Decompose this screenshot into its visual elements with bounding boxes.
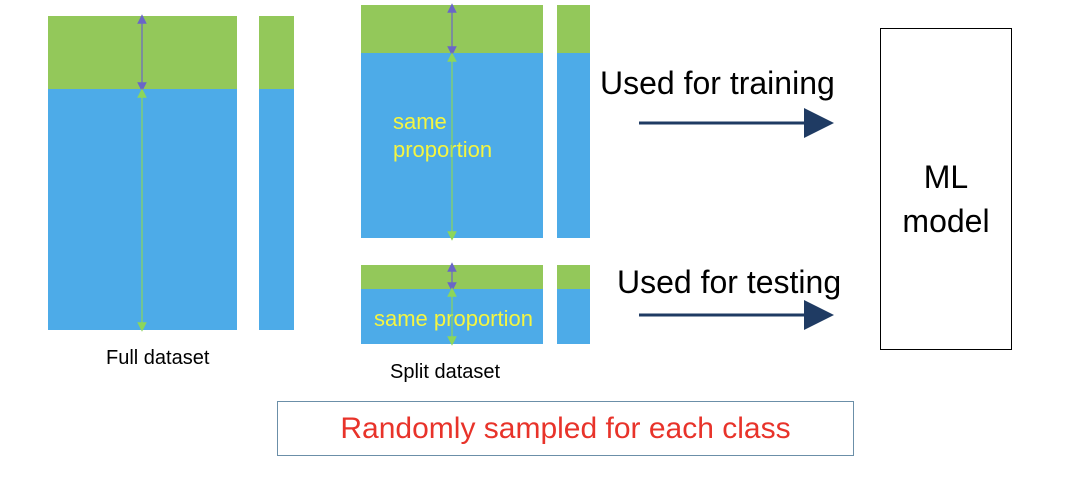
test-side-blue <box>557 289 590 344</box>
split-dataset-label: Split dataset <box>390 361 501 383</box>
same-proportion-train-label: same proportion <box>393 109 493 162</box>
full-dataset-side-blue <box>259 89 294 330</box>
used-for-training-label: Used for training <box>600 65 835 101</box>
note-text: Randomly sampled for each class <box>340 411 791 445</box>
used-for-testing-label: Used for testing <box>617 264 842 300</box>
ml-model-box <box>880 28 1012 350</box>
full-dataset-side-green <box>259 16 294 89</box>
train-side-green <box>557 5 590 53</box>
train-side-blue <box>557 53 590 238</box>
test-side-green <box>557 265 590 289</box>
note-box <box>277 401 854 456</box>
full-dataset-label: Full dataset <box>106 347 210 369</box>
ml-model-label: ML model <box>902 159 990 239</box>
